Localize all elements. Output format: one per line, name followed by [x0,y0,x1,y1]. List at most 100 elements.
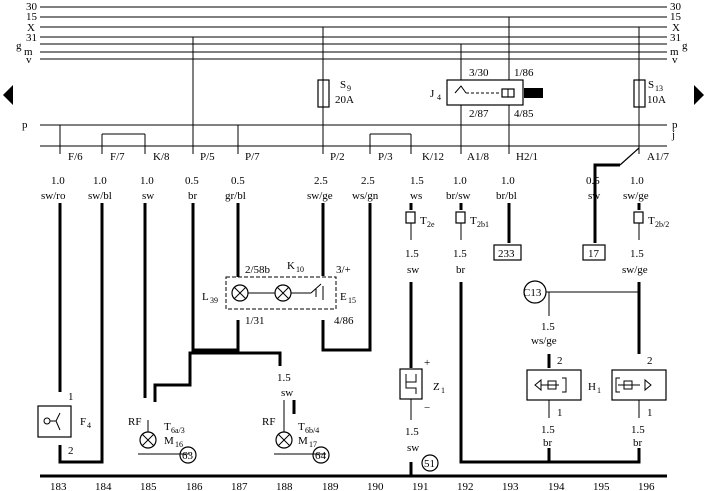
panel-pin-3-plus: 3/+ [336,264,351,276]
bus-label-v-right: v [672,54,678,66]
connector-label: K/12 [422,151,444,163]
rail-label-p-left: p [22,119,28,131]
reference-circle-63 [179,446,197,464]
wire-color: br [188,190,198,202]
fuse-s9-rating: 20A [335,94,354,106]
wire-size: 1.5 [541,321,555,333]
plug-t2b1-name: T [470,215,477,227]
connector-label: P/2 [330,151,345,163]
wire-color: sw/ge [622,264,648,276]
relay-j4-name: J [430,88,435,100]
column-number: 191 [412,481,429,491]
bus-label-x-right: X [672,22,680,34]
wire-size: 2.5 [314,175,328,187]
wire-size: 1.5 [277,372,291,384]
wire-color: br [543,437,553,449]
connector-label: A1/7 [647,151,670,163]
panel-k10-name: K [287,260,295,272]
rail-label-j-right: j [671,129,675,141]
bus-label-30-left: 30 [26,1,38,13]
horn-h1: 2 1 H 1 1.5 br [526,355,601,449]
wire-color: ws/ge [531,335,557,347]
wire-size: 2.5 [361,175,375,187]
wire-size: 1.5 [410,175,424,187]
wire-size: 1.5 [541,424,555,436]
bus-lines: 30 15 X 31 g m v 30 15 X 31 g m v [16,1,688,66]
f4-name: F [80,416,86,428]
wire-size: 0.5 [185,175,199,187]
feeders [59,17,640,146]
wire-color: sw/ge [623,190,649,202]
reference-circle-51 [421,454,439,472]
bus-label-m-right: m [670,46,679,58]
wire-color: br/bl [496,190,517,202]
bus-label-30-right: 30 [670,1,682,13]
m16-sub: 16 [175,440,183,449]
connector-label: K/8 [153,151,170,163]
plug-t2b1-sub: 2b1 [477,220,489,229]
wire-color: sw [142,190,154,202]
plug-t2b1: T 2b1 1.5 br [453,211,489,276]
wire-color: ws [410,190,422,202]
wire-size: 0.5 [586,175,600,187]
m16-name: M [164,435,174,447]
h1-pin-2: 2 [557,355,563,367]
bus-label-x-left: X [27,22,35,34]
rails: p p j [22,119,678,147]
connector-label: F/6 [68,151,83,163]
wire-color: sw [407,264,419,276]
wire-size: 1.0 [51,175,65,187]
triangle-right-icon[interactable] [694,85,704,105]
wire-color: gr/bl [225,190,246,202]
m16-rf: RF [128,416,141,428]
h2-pin-2: 2 [647,355,653,367]
reference-circle-64 [312,446,330,464]
lamp-m16: RF T 6a/3 M 16 63 [128,416,197,464]
relay-pin-2-87: 2/87 [469,108,489,120]
reference-233-label: 233 [498,248,515,260]
connector-label: H2/1 [516,151,538,163]
z1-minus: − [424,402,430,414]
fuse-s13: S 13 10A [633,79,666,108]
horn-h2: 2 1 1.5 br [611,355,667,449]
connector-label: P/3 [378,151,393,163]
wire-color: sw/ge [307,190,333,202]
reference-51-label: 51 [424,458,435,470]
column-number: 184 [95,481,112,491]
reference-64-label: 64 [315,450,327,462]
column-number: 189 [322,481,339,491]
wire-color: br [633,437,643,449]
bus-label-15-left: 15 [26,11,38,23]
plug-t2b2: T 2b/2 1.5 sw/ge [622,211,669,276]
panel-pin-4-86: 4/86 [334,315,354,327]
wire-color: sw/bl [88,190,112,202]
wire-color: sw [407,442,419,454]
panel-switch-e15-sub: 15 [348,296,356,305]
relay-j4-sub: 4 [437,93,441,102]
plug-t6a3-name: T [164,421,171,433]
column-number: 192 [457,481,474,491]
bus-label-m-left: m [24,46,33,58]
triangle-left-icon[interactable] [3,85,13,105]
fuse-s13-rating: 10A [647,94,666,106]
wire-size: 0.5 [231,175,245,187]
column-number: 187 [231,481,248,491]
f4-sub: 4 [87,421,91,430]
f4-pin-1: 1 [68,391,74,403]
plug-t2e-name: T [420,215,427,227]
h1-sub: 1 [597,386,601,395]
plug-t6b4-sub: 6b/4 [305,426,319,435]
f4-pin-2: 2 [68,445,74,457]
fuse-s9-sub: 9 [347,84,351,93]
bus-label-v-left: v [26,54,32,66]
relay-pin-4-85: 4/85 [514,108,534,120]
wire-color: br/sw [446,190,471,202]
bus-label-31-right: 31 [670,32,681,44]
panel-pin-1-31: 1/31 [245,315,265,327]
column-number: 196 [638,481,655,491]
plug-t6b4-name: T [298,421,305,433]
h1-pin-1: 1 [557,407,563,419]
connector-label: P/7 [245,151,260,163]
fuse-s13-name: S [648,79,654,91]
relay-j4: J 4 3/30 1/86 2/87 4/85 [430,67,543,120]
